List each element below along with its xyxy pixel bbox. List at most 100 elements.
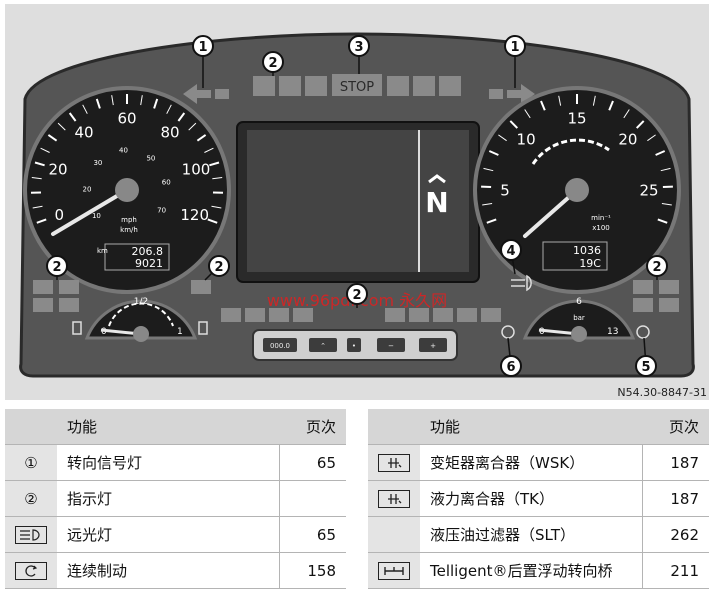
clutch-icon (378, 489, 410, 508)
callout-number: 5 (641, 360, 650, 375)
speedo-tick (57, 122, 66, 131)
left-indicator-tiles (33, 280, 211, 312)
speedo-outer-label: 40 (74, 124, 93, 142)
tacho-tick (655, 150, 666, 156)
speedo-tick (34, 161, 45, 167)
callout-circle (346, 283, 368, 305)
speedo-tick (32, 205, 43, 209)
tacho-label: 5 (500, 181, 510, 199)
speedo-tick (111, 95, 114, 106)
odo-unit: km (97, 247, 108, 255)
speedo-tick (36, 218, 47, 224)
speedo-outer-label: 60 (117, 109, 136, 127)
callout-circle (646, 255, 668, 277)
panel-button (377, 338, 405, 352)
row-function: 转向信号灯 (57, 444, 280, 481)
tacho-tick (657, 218, 668, 224)
speedo-inner-label: 30 (93, 159, 102, 167)
speedo-tick (153, 98, 159, 109)
tacho-unit-line1: min⁻¹ (591, 214, 611, 222)
row-function: 指示灯 (57, 480, 280, 517)
tacho-tick (524, 109, 531, 119)
empty-symbol-cell (368, 516, 420, 553)
callout-circle (504, 35, 526, 57)
speedo-tick (188, 122, 197, 131)
speedo-outer-label: 100 (182, 161, 211, 179)
speedo-needle (51, 188, 129, 236)
tacho-tick (540, 100, 546, 111)
speedo-tick (82, 104, 88, 114)
panel-button-label: ⌃ (320, 342, 326, 350)
speedo-unit-kmh: km/h (120, 226, 138, 234)
row-function: 液力离合器（TK） (420, 480, 643, 517)
row-page: 262 (642, 516, 709, 553)
row-page (279, 480, 346, 517)
fuel-pump-icon-right (198, 321, 208, 335)
callout-circle (635, 355, 657, 377)
table-row: 变矩器离合器（WSK） 187 (368, 444, 709, 481)
table-row: 液力离合器（TK） 187 (368, 480, 709, 517)
speedo-inner-label: 70 (157, 206, 166, 214)
fuel-label-half: 1/2 (134, 297, 148, 307)
panel-button-label: • (352, 342, 356, 350)
speedo-outer-label: 80 (160, 124, 179, 142)
row-function: 远光灯 (57, 516, 280, 553)
panel-button (263, 338, 297, 352)
turn-left-arrow-icon (183, 84, 211, 104)
panel-button (309, 338, 337, 352)
tacho-label: 20 (618, 130, 637, 148)
tacho-tick (488, 150, 499, 156)
callout-circle (500, 355, 522, 377)
table-row: 远光灯 65 (5, 516, 346, 553)
panel-button (419, 338, 447, 352)
row-function: 液压油过滤器（SLT） (420, 516, 643, 553)
tacho-tick (486, 218, 497, 224)
pressure-label-mid: 6 (576, 297, 582, 307)
tacho-tick (623, 109, 630, 119)
panel-button (347, 338, 361, 352)
display-screen (247, 130, 469, 272)
tacho-tick (482, 203, 493, 206)
callout-number: 3 (354, 40, 363, 55)
callout-number: 2 (52, 260, 61, 275)
speedo-tick (31, 177, 42, 180)
speedo-tick (177, 112, 186, 122)
tacho-tick (509, 120, 519, 129)
row-function: 变矩器离合器（WSK） (420, 444, 643, 481)
speedo-tick (40, 147, 50, 153)
speedo-outer-label: 20 (48, 161, 67, 179)
header-function: 功能 (420, 409, 643, 445)
panel-button-label: + (430, 342, 436, 350)
fuel-label-empty: 0 (101, 327, 107, 337)
callout-number: 2 (214, 260, 223, 275)
indicator-symbol: ② (5, 480, 57, 517)
legend-table-left: 功能 页次 ① 转向信号灯 65 ② 指示灯 远光灯 65 (5, 409, 346, 589)
speedo-tick (196, 134, 207, 142)
panel-button-label: − (388, 342, 394, 350)
tacho-unit-line2: x100 (592, 224, 610, 232)
speedo-tick (95, 98, 101, 109)
turn-signal-symbol: ① (5, 444, 57, 481)
callout-circle (500, 239, 522, 261)
clutch-icon (378, 453, 410, 472)
header-icon-cell (368, 409, 420, 445)
row-function: 连续制动 (57, 552, 280, 589)
fuel-label-full: 1 (177, 327, 183, 337)
tacho-temp-readout: 19C (579, 257, 601, 270)
tacho-tick (483, 167, 494, 172)
tacho-tick (635, 120, 645, 129)
row-page: 158 (279, 552, 346, 589)
callout-circle (192, 35, 214, 57)
row-function: Telligent®后置浮动转向桥 (420, 552, 643, 589)
speedo-tick (212, 177, 223, 180)
row-page: 65 (279, 516, 346, 553)
callout-circle (208, 255, 230, 277)
speedo-unit-mph: mph (121, 216, 137, 224)
speedo-tick (166, 104, 172, 114)
tacho-tick (558, 95, 562, 106)
callout-number: 2 (652, 260, 661, 275)
header-page: 页次 (642, 409, 709, 445)
speedo-inner-label: 40 (119, 147, 128, 155)
